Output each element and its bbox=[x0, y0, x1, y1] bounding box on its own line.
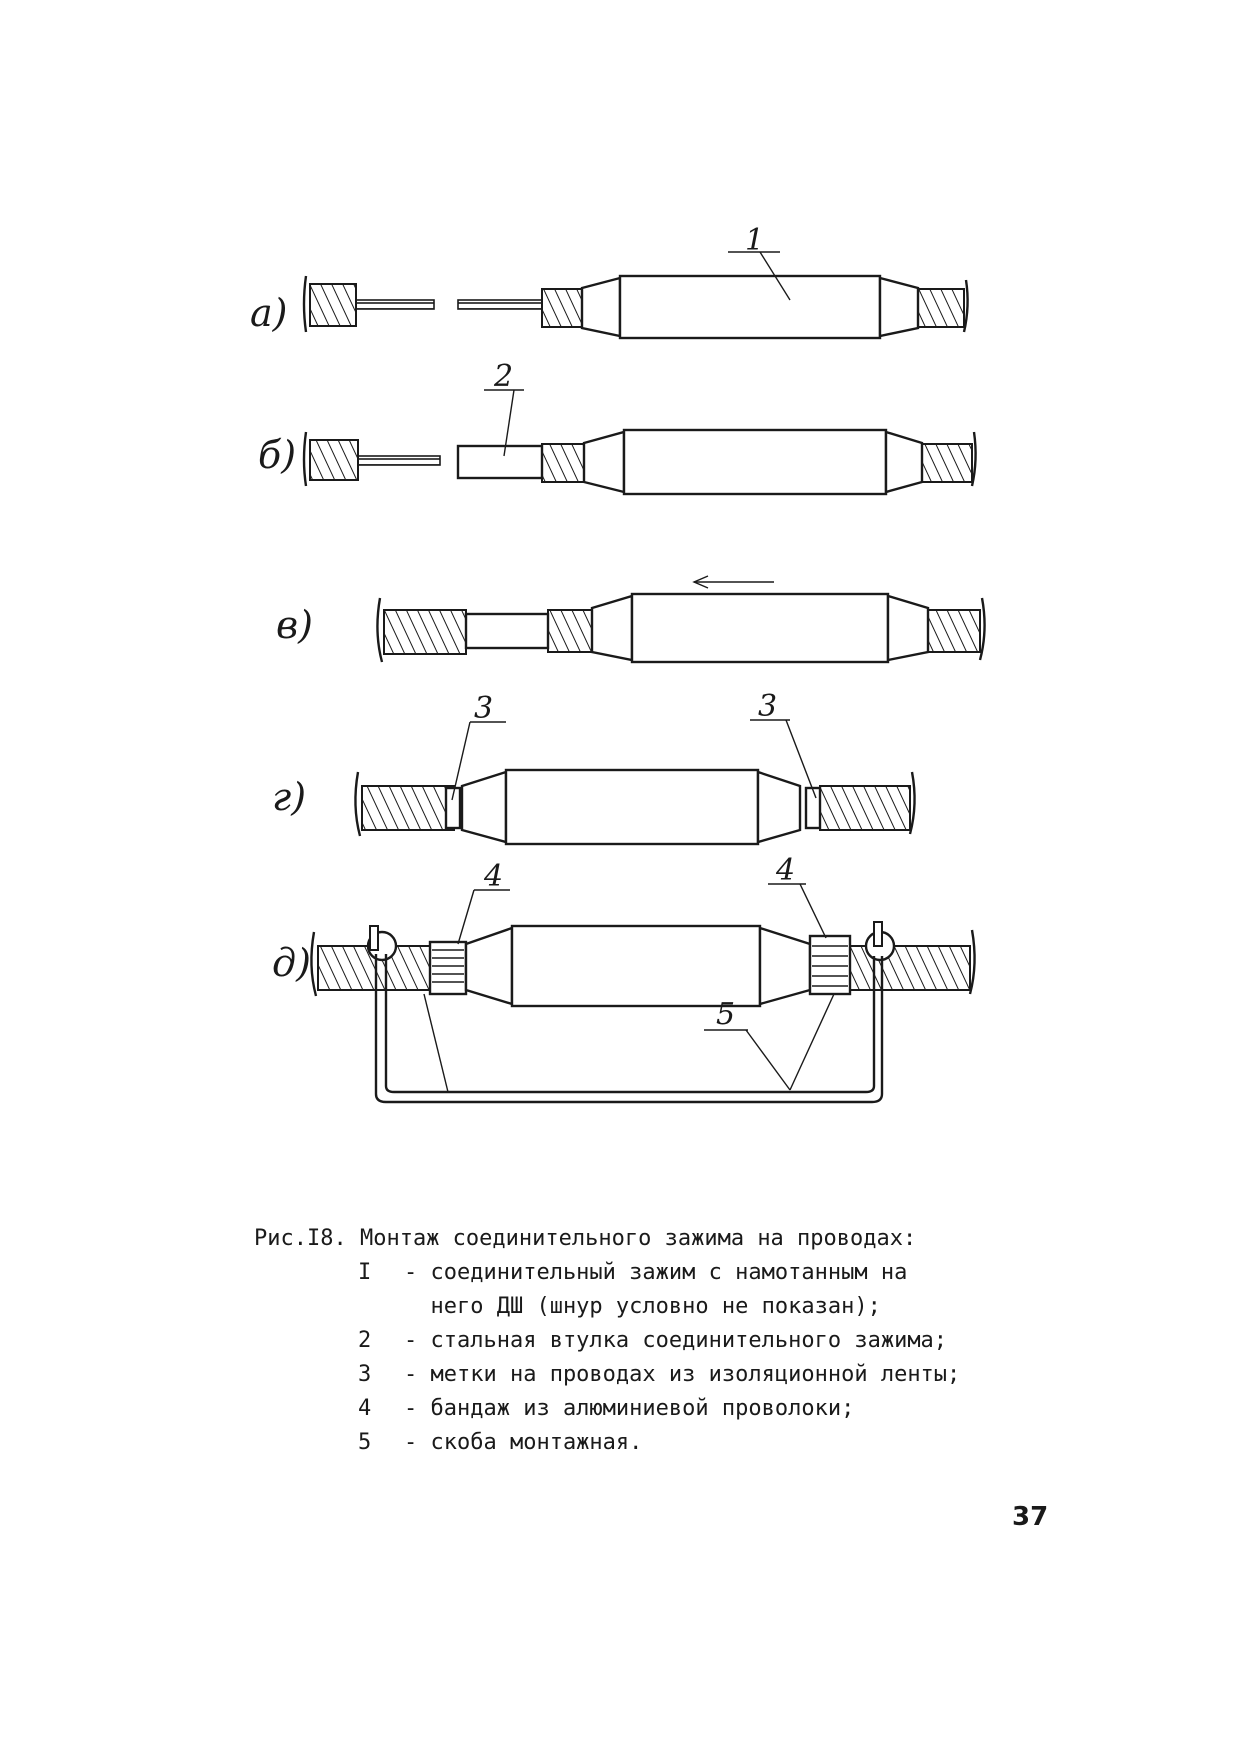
stage-v: в) bbox=[276, 575, 986, 664]
stage-label-a: а) bbox=[250, 291, 287, 335]
caption-item-4: 4 - бандаж из алюминиевой проволоки; bbox=[254, 1392, 1014, 1426]
clamp-head-left bbox=[366, 925, 398, 962]
callout-3-right: 3 bbox=[758, 689, 777, 724]
stage-label-v: в) bbox=[276, 603, 313, 647]
caption-item-number: I bbox=[358, 1260, 372, 1285]
caption-item-number: 3 bbox=[358, 1362, 372, 1387]
stage-d-assembly bbox=[310, 921, 976, 1104]
stage-a-clamp bbox=[457, 274, 969, 340]
caption-item-number: 2 bbox=[358, 1328, 372, 1353]
caption-item-text: - метки на проводах из изоляционной лент… bbox=[404, 1362, 961, 1387]
steel-sleeve bbox=[456, 444, 544, 480]
callout-4-right-group: 4 bbox=[768, 853, 827, 939]
stage-a: а) 1 bbox=[250, 223, 969, 340]
tape-marker-left bbox=[444, 786, 462, 830]
figure-caption: Рис.I8. Монтаж соединительного зажима на… bbox=[254, 1222, 1014, 1460]
stage-d: д) bbox=[272, 853, 976, 1104]
stage-a-left-wire bbox=[302, 275, 435, 333]
caption-item-text: - соединительный зажим с намотанным на bbox=[404, 1260, 908, 1285]
stage-b: б) 2 bbox=[258, 359, 977, 496]
direction-arrow bbox=[692, 575, 774, 589]
callout-3-right-group: 3 bbox=[750, 689, 817, 799]
stage-label-d: д) bbox=[272, 941, 311, 985]
callout-5-group: 5 bbox=[423, 993, 835, 1093]
caption-title: Рис.I8. Монтаж соединительного зажима на… bbox=[254, 1226, 917, 1251]
callout-4-left: 4 bbox=[483, 859, 503, 894]
stage-g-assembly bbox=[354, 768, 916, 846]
caption-item-2: 2 - стальная втулка соединительного зажи… bbox=[254, 1324, 1014, 1358]
callout-5: 5 bbox=[716, 997, 735, 1032]
stage-b-left-wire bbox=[302, 431, 441, 487]
caption-item-text-continued: него ДШ (шнур условно не показан); bbox=[404, 1294, 881, 1319]
clamp-head-right bbox=[864, 921, 896, 962]
stage-v-assembly bbox=[376, 592, 986, 664]
caption-item-3: 3 - метки на проводах из изоляционной ле… bbox=[254, 1358, 1014, 1392]
stage-g: г) 3 3 bbox=[272, 689, 916, 846]
callout-2: 2 bbox=[493, 359, 513, 394]
tape-marker-right bbox=[804, 786, 822, 830]
bandage-right bbox=[808, 934, 852, 996]
stage-label-b: б) bbox=[258, 433, 296, 477]
caption-item-number: 4 bbox=[358, 1396, 372, 1421]
callout-3-left-group: 3 bbox=[451, 691, 506, 801]
caption-item-text: - бандаж из алюминиевой проволоки; bbox=[404, 1396, 855, 1421]
bandage-left bbox=[428, 940, 468, 996]
figure-illustration: а) 1 б) bbox=[250, 223, 986, 1104]
callout-1-group: 1 bbox=[728, 223, 791, 301]
caption-item-text: - скоба монтажная. bbox=[404, 1430, 643, 1455]
callout-4-left-group: 4 bbox=[457, 859, 510, 945]
page-number: 37 bbox=[1012, 1502, 1049, 1532]
callout-2-group: 2 bbox=[484, 359, 524, 457]
stage-label-g: г) bbox=[272, 775, 306, 819]
caption-item-1: I - соединительный зажим с намотанным на… bbox=[254, 1256, 1014, 1324]
caption-item-5: 5 - скоба монтажная. bbox=[254, 1426, 1014, 1460]
callout-4-right: 4 bbox=[775, 853, 795, 888]
callout-3-left: 3 bbox=[474, 691, 493, 726]
caption-item-text: - стальная втулка соединительного зажима… bbox=[404, 1328, 948, 1353]
mounting-bracket bbox=[374, 954, 884, 1104]
callout-1: 1 bbox=[745, 223, 764, 258]
stage-b-clamp bbox=[456, 428, 977, 496]
caption-item-number: 5 bbox=[358, 1430, 372, 1455]
